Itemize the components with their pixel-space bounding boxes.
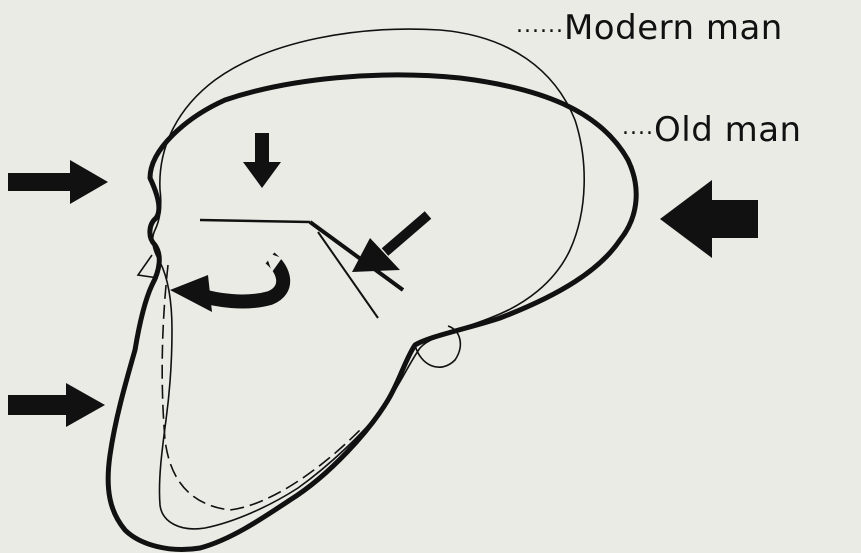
diagonal-arrow-icon	[352, 215, 428, 272]
modern-man-label: ......Modern man	[516, 8, 783, 48]
old-man-leader-dots: ....	[622, 115, 654, 140]
brow-line	[200, 220, 310, 222]
right-arrow-icon	[8, 160, 108, 204]
left-arrow-icon	[660, 180, 758, 258]
old-man-label-text: Old man	[654, 110, 802, 150]
modern-man-label-text: Modern man	[564, 8, 783, 48]
zygomatic-line-outer	[310, 222, 403, 290]
curved-arrow-icon	[170, 252, 283, 312]
right-arrow-icon	[8, 383, 105, 427]
old-man-label: ....Old man	[622, 110, 802, 150]
modern-man-leader-dots: ......	[516, 13, 564, 38]
down-arrow-icon	[243, 133, 281, 188]
old-man-skull-outline	[108, 75, 636, 550]
